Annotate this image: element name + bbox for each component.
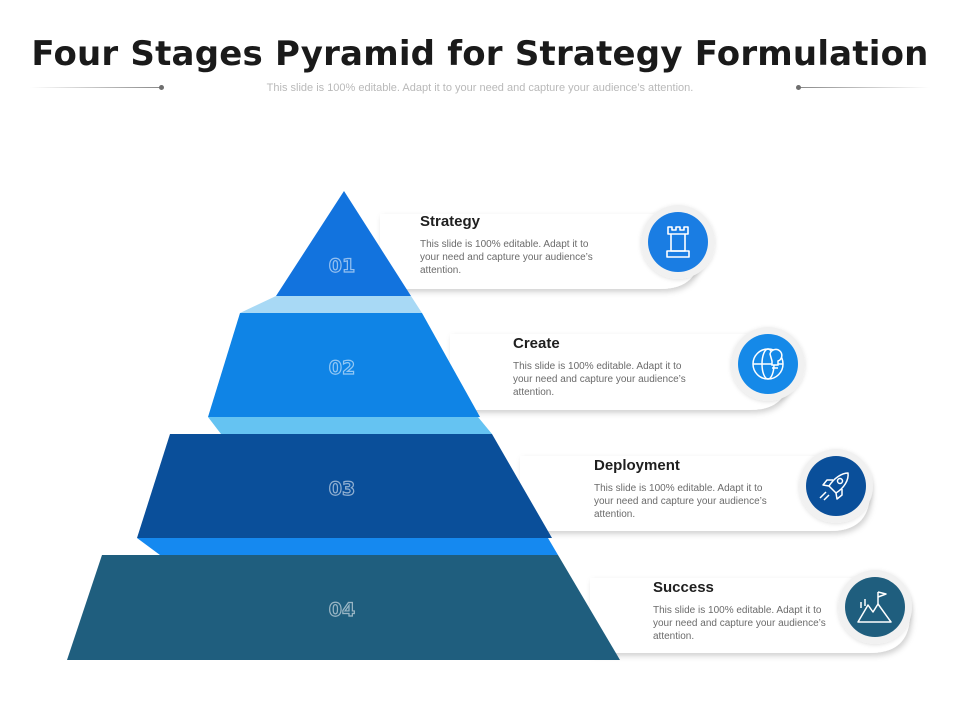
rocket-icon bbox=[819, 472, 849, 501]
stage-icon-4 bbox=[838, 570, 912, 644]
subtitle-rule-left bbox=[30, 87, 160, 88]
pyramid-tier-3 bbox=[137, 434, 552, 538]
callout-bar-1 bbox=[380, 214, 700, 289]
stage-description-create: This slide is 100% editable. Adapt it to… bbox=[513, 361, 686, 398]
stage-title-deployment: Deployment bbox=[594, 457, 680, 474]
stage-icon-2 bbox=[731, 327, 805, 401]
pyramid-tier-4 bbox=[67, 555, 620, 660]
slide-subtitle: This slide is 100% editable. Adapt it to… bbox=[266, 82, 694, 94]
globe-lightbulb-icon bbox=[752, 348, 784, 380]
connector-2-3 bbox=[208, 417, 492, 434]
subtitle-rule-dot-left bbox=[159, 85, 164, 90]
stage-title-success: Success bbox=[653, 579, 714, 596]
stage-icon-1 bbox=[641, 205, 715, 279]
callout-bar-3 bbox=[520, 456, 870, 531]
callout-bar-2 bbox=[450, 334, 790, 410]
callout-bars bbox=[380, 214, 910, 653]
stage-description-success: This slide is 100% editable. Adapt it to… bbox=[653, 605, 826, 642]
stage-text-4: Success This slide is 100% editable. Ada… bbox=[653, 579, 843, 643]
stage-text-3: Deployment This slide is 100% editable. … bbox=[594, 457, 784, 521]
stage-description-deployment: This slide is 100% editable. Adapt it to… bbox=[594, 483, 767, 520]
chess-rook-icon bbox=[666, 226, 690, 258]
pyramid-tier-1 bbox=[276, 191, 411, 296]
stage-description-strategy: This slide is 100% editable. Adapt it to… bbox=[420, 239, 593, 276]
stage-title-strategy: Strategy bbox=[420, 213, 481, 230]
tier-number-2: 02 bbox=[329, 357, 355, 379]
callout-bar-4 bbox=[590, 578, 910, 653]
stage-text-1: Strategy This slide is 100% editable. Ad… bbox=[420, 213, 610, 277]
tier-number-4: 04 bbox=[329, 599, 355, 621]
pyramid-tier-2 bbox=[208, 313, 480, 417]
stage-title-create: Create bbox=[513, 335, 560, 352]
tier-number-3: 03 bbox=[329, 478, 355, 500]
subtitle-rule-right bbox=[800, 87, 930, 88]
connector-1-2 bbox=[240, 296, 422, 313]
mountain-flag-icon bbox=[857, 591, 892, 623]
stage-icon-3 bbox=[799, 449, 873, 523]
subtitle-rule-dot-right bbox=[796, 85, 801, 90]
tier-number-1: 01 bbox=[329, 255, 355, 277]
stage-text-2: Create This slide is 100% editable. Adap… bbox=[513, 335, 703, 399]
connector-3-4 bbox=[137, 538, 558, 555]
slide-title: Four Stages Pyramid for Strategy Formula… bbox=[31, 34, 929, 74]
